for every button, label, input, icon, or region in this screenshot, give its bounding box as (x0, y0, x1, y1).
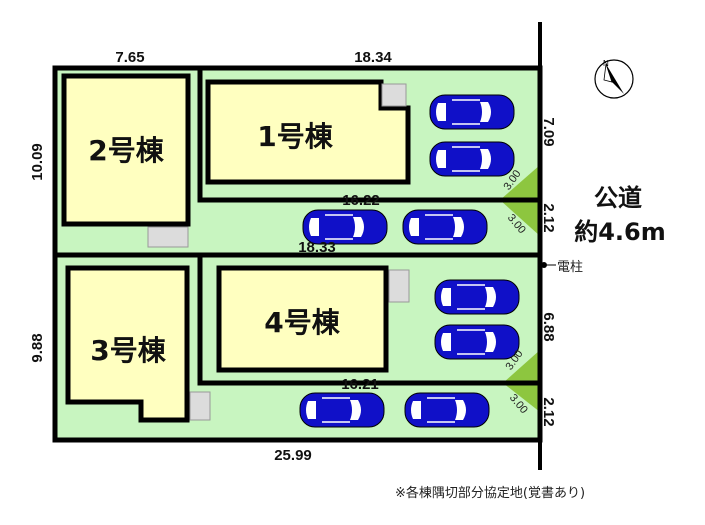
corner-cut-2a (503, 350, 540, 383)
dim-top-right: 18.34 (354, 49, 392, 66)
car-icon (404, 392, 490, 428)
dim-left-lower: 9.88 (29, 333, 46, 362)
car-icon (429, 94, 515, 130)
utility-pole-label: 電柱 (557, 260, 583, 275)
dim-top-left: 7.65 (115, 49, 144, 66)
corner-cut-2b (503, 383, 540, 412)
building-1 (205, 79, 411, 185)
road-label: 公道 (594, 184, 642, 212)
dim-right-2: 2.12 (540, 203, 557, 232)
dim-right-1: 7.09 (540, 117, 557, 146)
car-icon (302, 209, 388, 245)
car-icon (429, 141, 515, 177)
road-width: 約4.6m (574, 218, 666, 246)
entrance-1 (381, 83, 407, 107)
dim-inner-3: 16.21 (341, 376, 379, 393)
north-arrow-icon: N (594, 59, 634, 99)
entrance-3 (189, 391, 211, 421)
utility-pole-icon (541, 262, 547, 268)
dim-inner-1: 16.22 (342, 192, 380, 209)
svg-text:N: N (603, 59, 609, 68)
entrance-4 (388, 269, 410, 303)
car-icon (434, 279, 520, 315)
agreement-note: ※各棟隅切部分協定地(覚書あり) (395, 485, 585, 501)
building-2 (61, 73, 191, 227)
building-3 (65, 265, 190, 423)
dim-left-upper: 10.09 (29, 143, 46, 181)
car-icon (402, 209, 488, 245)
car-icon (434, 324, 520, 360)
corner-cut-1a (500, 165, 540, 200)
building-1-label: 1号棟 (257, 120, 333, 153)
car-icon (299, 392, 385, 428)
dim-right-3: 6.88 (540, 312, 557, 341)
building-4 (216, 265, 389, 373)
dim-bottom: 25.99 (274, 447, 312, 464)
building-3-label: 3号棟 (90, 334, 166, 367)
entrance-2 (147, 226, 189, 248)
dim-right-4: 2.12 (540, 397, 557, 426)
building-4-label: 4号棟 (264, 306, 340, 339)
corner-cut-1b (500, 200, 540, 236)
building-2-label: 2号棟 (88, 134, 164, 167)
dim-inner-2: 18.33 (298, 239, 336, 256)
